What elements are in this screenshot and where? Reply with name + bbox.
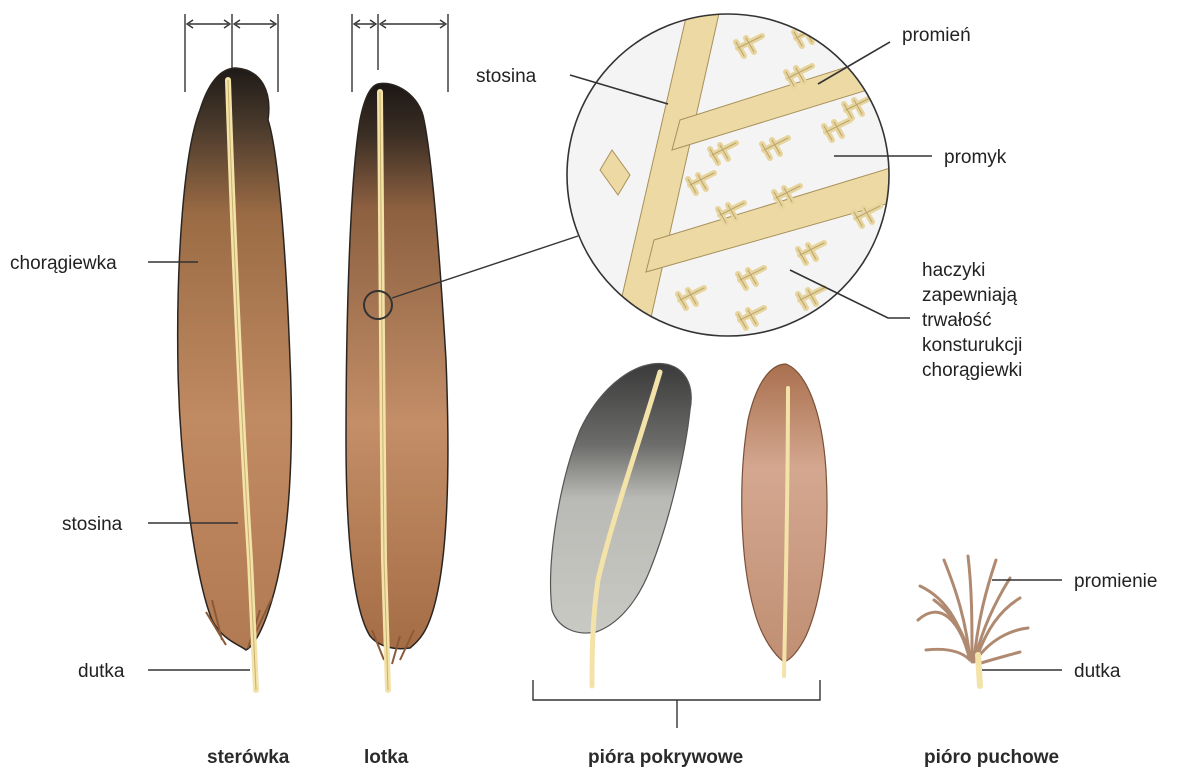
covert-bracket	[533, 680, 820, 728]
zoom-detail-circle	[567, 0, 900, 340]
label-haczyki-line3: trwałość	[922, 310, 992, 331]
gray-covert-feather	[551, 363, 692, 686]
label-dutka: dutka	[78, 661, 125, 682]
label-dutka-down: dutka	[1074, 661, 1121, 682]
label-haczyki-line1: haczyki	[922, 260, 985, 281]
label-haczyki-line2: zapewniają	[922, 285, 1017, 306]
label-choragiewka: chorągiewka	[10, 253, 117, 274]
caption-piora-pokrywowe: pióra pokrywowe	[588, 747, 743, 768]
caption-pioro-puchowe: pióro puchowe	[924, 747, 1059, 768]
label-promyk: promyk	[944, 147, 1007, 168]
brown-covert-feather	[742, 364, 827, 676]
down-feather	[918, 556, 1028, 664]
label-promienie: promienie	[1074, 571, 1157, 592]
down-feather-quill	[978, 655, 980, 686]
lotka-feather	[346, 83, 448, 690]
sterowka-feather	[178, 68, 292, 690]
label-stosina: stosina	[62, 514, 123, 535]
label-haczyki-line5: chorągiewki	[922, 360, 1022, 381]
label-haczyki-line4: konsturukcji	[922, 335, 1022, 356]
caption-lotka: lotka	[364, 747, 409, 768]
label-promien: promień	[902, 25, 971, 46]
label-stosina-zoom: stosina	[476, 66, 537, 87]
caption-sterowka: sterówka	[207, 747, 290, 768]
